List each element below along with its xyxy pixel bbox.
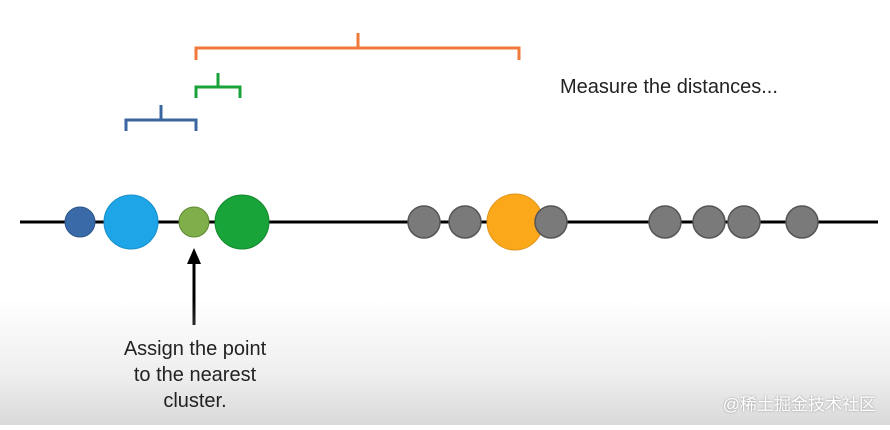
point-gray <box>534 205 568 239</box>
distance-brace-green <box>194 73 242 98</box>
point-gray <box>648 205 682 239</box>
point-gray <box>448 205 482 239</box>
caption-measure-distances: Measure the distances... <box>560 76 778 98</box>
distance-brace-orange <box>194 33 521 60</box>
centroid-green <box>214 194 270 250</box>
caption-assign-line: to the nearest <box>133 364 257 386</box>
point-light-green <box>178 206 210 238</box>
centroid-light-blue <box>103 194 159 250</box>
pointer-arrow-head <box>187 248 201 264</box>
point-dark-blue <box>64 206 96 238</box>
point-gray <box>692 205 726 239</box>
caption-assign-line: Assign the point <box>123 338 267 360</box>
caption-assign-line: cluster. <box>163 390 227 412</box>
caption-assign-point: Assign the point to the nearest cluster. <box>95 336 295 414</box>
point-gray <box>407 205 441 239</box>
watermark: @稀土掘金技术社区 <box>722 395 876 414</box>
distance-brace-blue <box>124 105 198 131</box>
point-gray <box>727 205 761 239</box>
point-gray <box>785 205 819 239</box>
